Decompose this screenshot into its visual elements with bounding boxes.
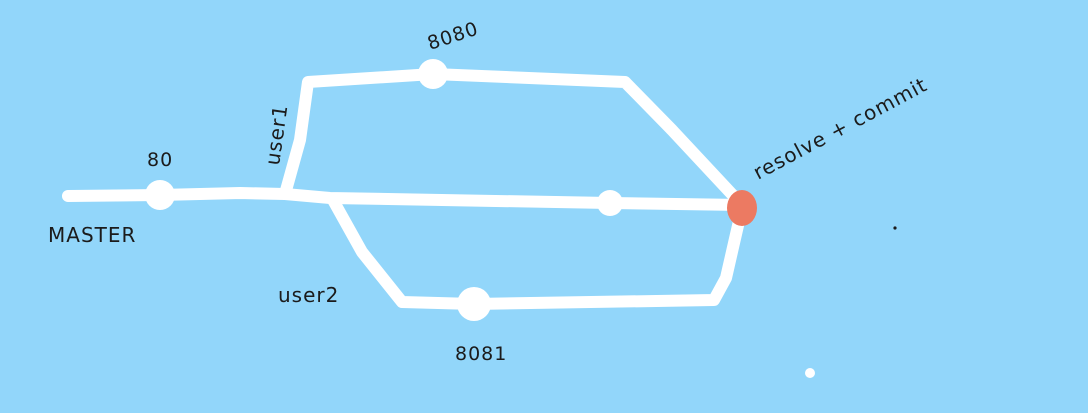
user2-commit-label: 8081 [455,343,507,365]
user1-commit-label: 8080 [425,18,482,55]
master-commit-label: 80 [147,149,173,171]
user1-branch-line [279,68,748,211]
user2-branch-line [327,194,748,310]
user2-label: user2 [278,283,339,307]
stray-dark-dot [893,226,897,230]
stray-white-dot [805,368,815,378]
merge-node [727,190,757,226]
user1-label: user1 [260,103,292,167]
user2-commit-node [457,287,491,321]
master-label: MASTER [48,223,136,247]
user1-commit-node [418,59,448,89]
master-commit-node [145,180,175,210]
master-second-commit-node [597,190,623,216]
merge-label: resolve + commit [749,72,931,184]
